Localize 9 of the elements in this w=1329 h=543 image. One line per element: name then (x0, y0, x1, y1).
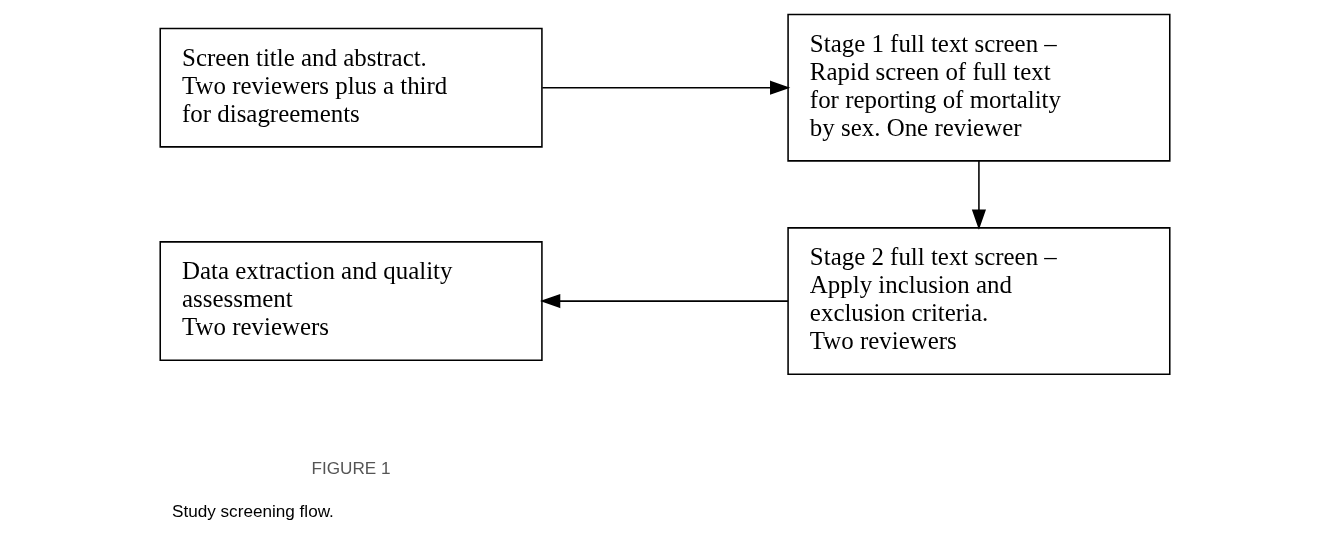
node-box: Data extraction and quality assessment Two reviewers (158, 241, 543, 362)
label: FIGURE 1 (311, 457, 391, 478)
arrow (541, 80, 790, 95)
node-box: Stage 2 full text screen – Apply inclusion and exclusion criteria. Two reviewers (786, 227, 1171, 376)
node-box: Stage 1 full text screen – Rapid screen of full text for reporting of mortality by sex. One reviewer (786, 13, 1171, 162)
arrow (971, 160, 986, 230)
node-box: Screen title and abstract. Two reviewers plus a third for disagreements (158, 27, 543, 148)
caption: Study screening flow. (171, 501, 334, 522)
arrow (539, 294, 789, 309)
